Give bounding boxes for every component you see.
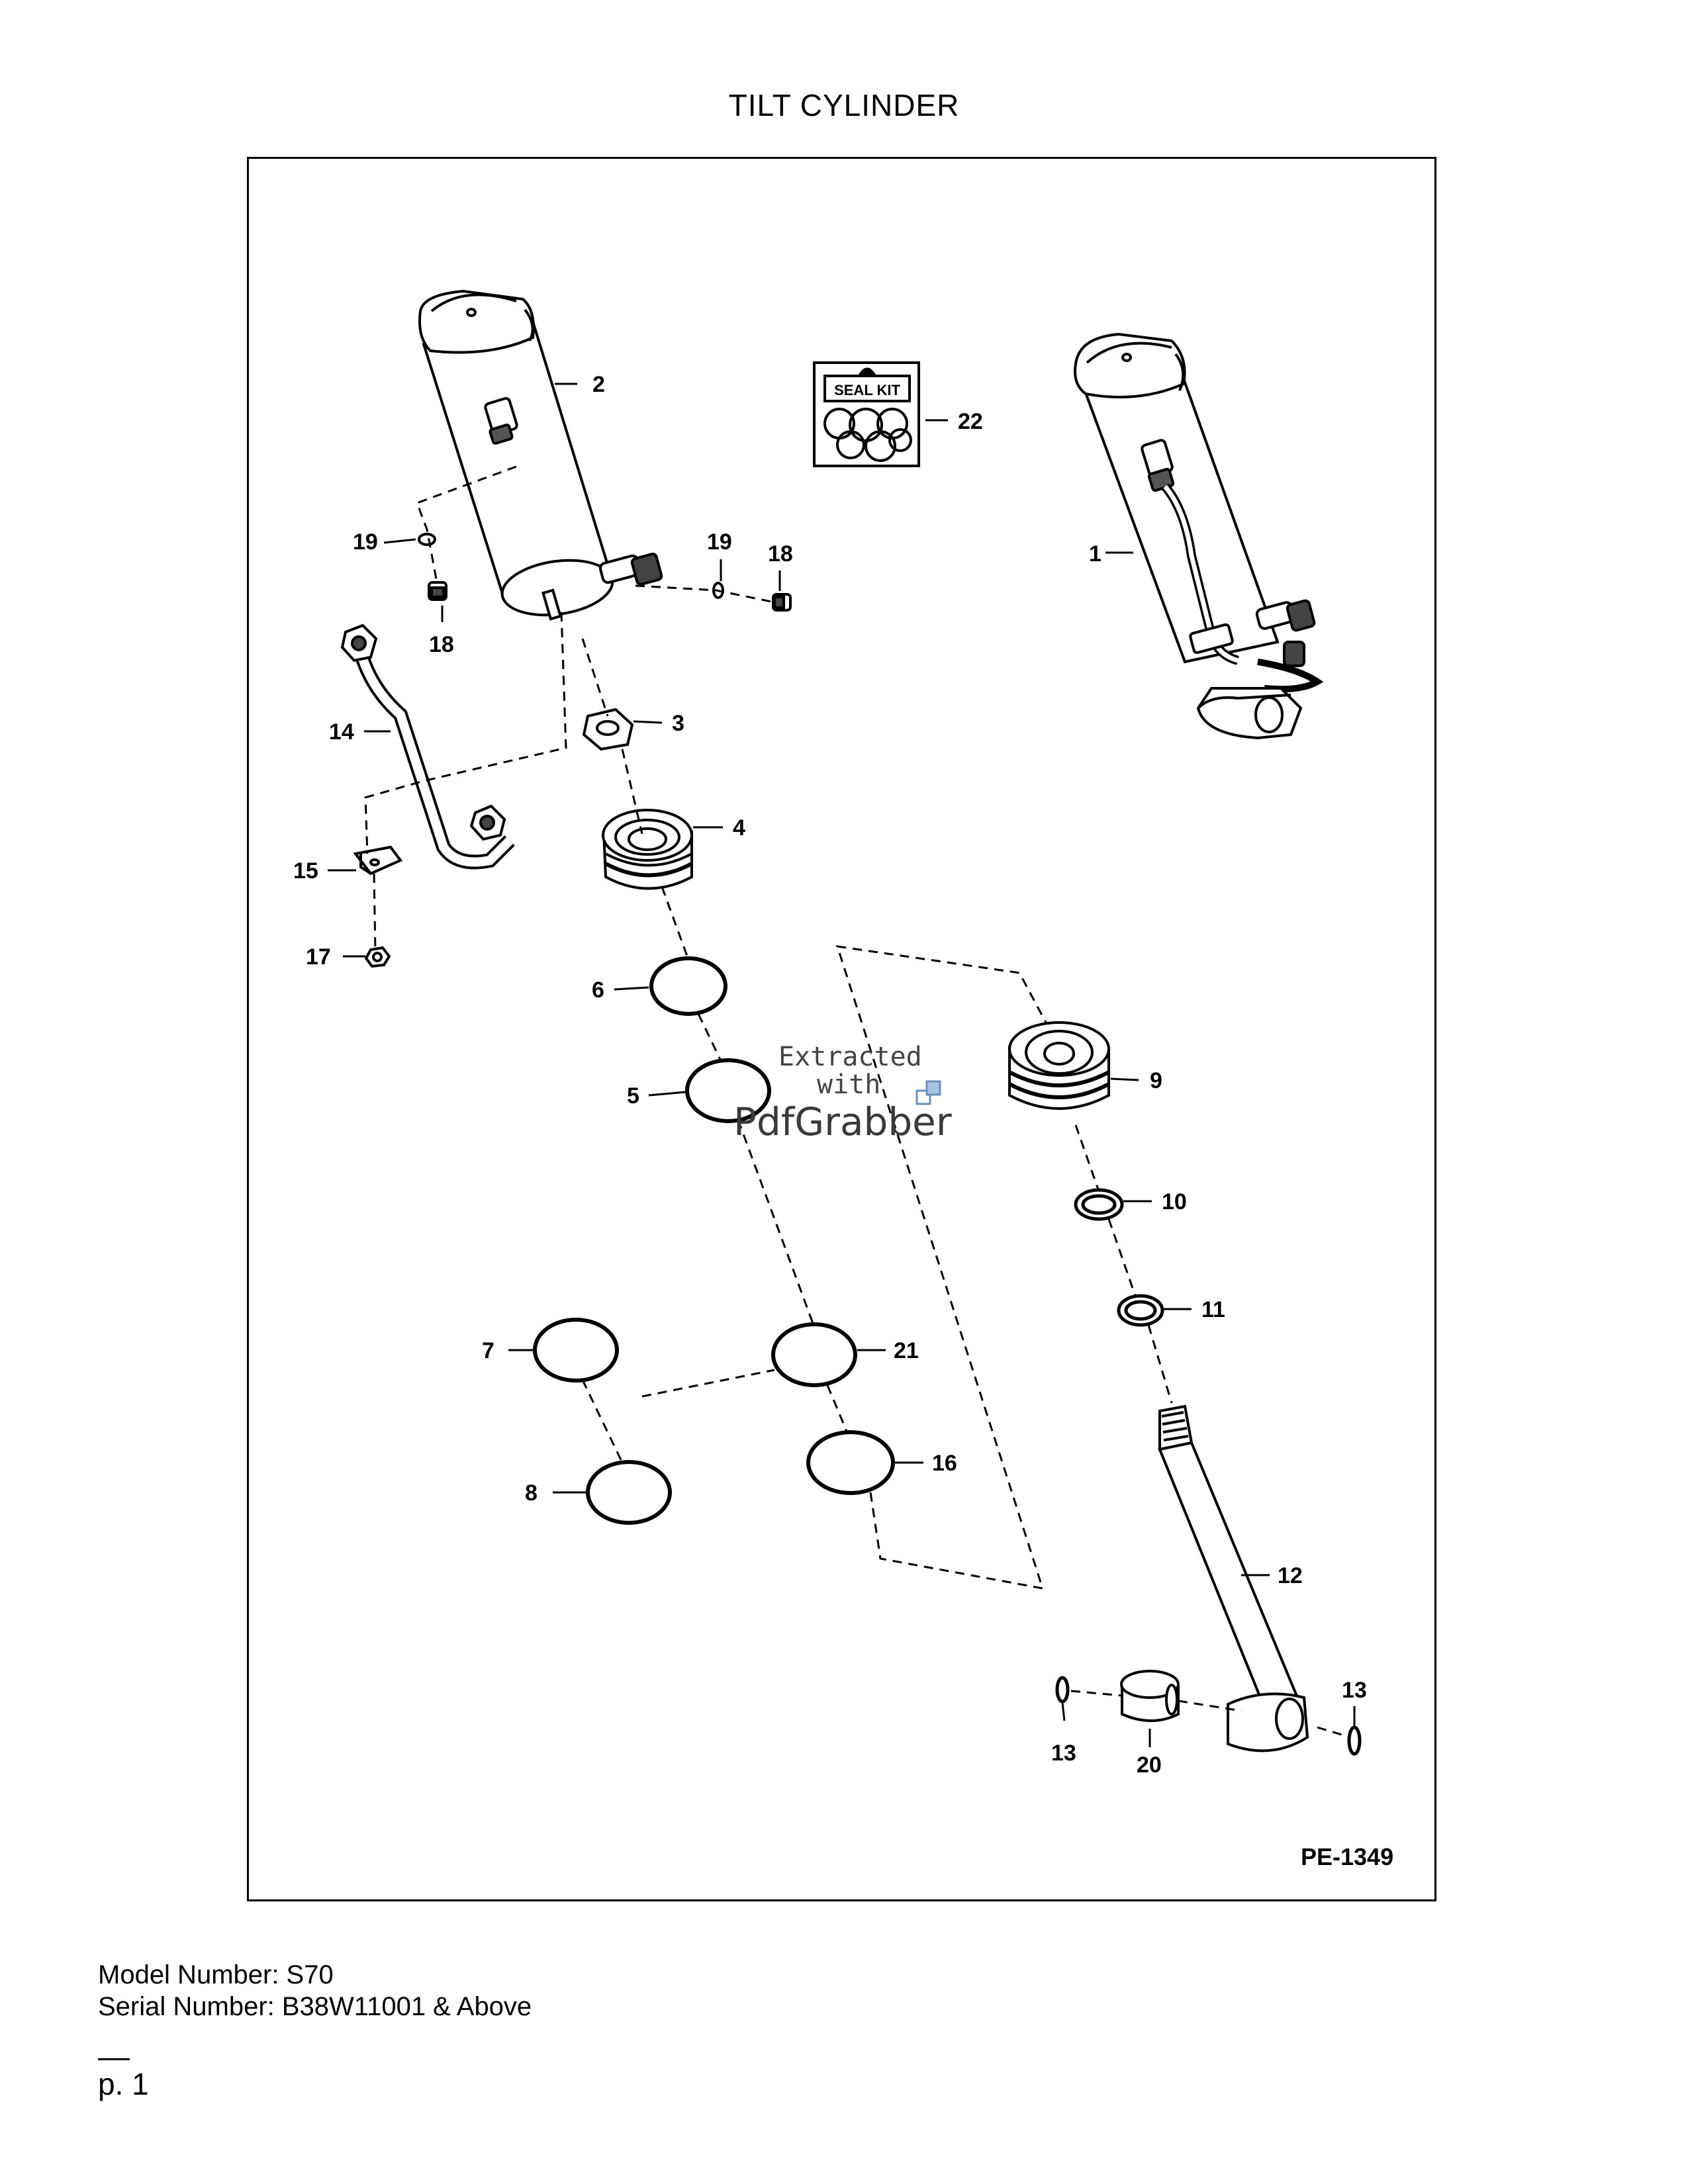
callout-12: 12 [1278,1563,1303,1588]
oring-part-6 [649,956,727,1016]
clamp-part-15 [353,845,403,876]
callout-13-right: 13 [1342,1678,1367,1703]
oring-part-21 [771,1322,857,1387]
bushing-part-20 [1120,1670,1180,1722]
diagram-frame [247,157,1436,1901]
head-part-9 [1008,1021,1110,1110]
callout-15: 15 [293,858,318,884]
plug-part-18-left [428,581,447,601]
oring-part-16 [806,1430,895,1495]
seal-rings [533,956,895,1525]
callout-17: 17 [306,944,331,970]
watermark-logo-icon [915,1080,941,1105]
page-number: p. 1 [98,2067,149,2101]
callout-19-left: 19 [353,529,378,555]
leader-lines [328,383,1356,1747]
watermark-line-1: Extracted [778,1042,922,1072]
watermark-line-3: PdfGrabber [733,1099,952,1144]
callout-14: 14 [329,719,354,745]
serial-number: Serial Number: B38W11001 & Above [98,1992,532,2021]
wiper-part-10 [1074,1188,1124,1221]
callout-1: 1 [1089,541,1102,567]
model-number: Model Number: S70 [98,1960,334,1989]
seal-kit-part-22 [813,361,920,467]
oring-part-8 [586,1460,672,1525]
piston-part-4 [602,809,693,890]
callout-18-left: 18 [429,632,454,657]
plug-part-18-right [772,593,792,612]
callout-4: 4 [733,815,745,841]
callout-9: 9 [1150,1068,1162,1093]
callout-6: 6 [592,978,604,1003]
oring-part-13-right [1347,1725,1362,1756]
extraction-watermark: Extracted with PdfGrabber [733,1042,952,1144]
callout-22: 22 [958,409,983,434]
callout-18-right: 18 [768,541,793,567]
page-title: TILT CYLINDER [728,88,960,122]
seal-part-11 [1117,1294,1164,1327]
callout-11: 11 [1201,1297,1225,1322]
callout-21: 21 [894,1338,919,1363]
callout-19-right: 19 [707,529,732,555]
oring-part-5 [685,1058,771,1123]
watermark-line-2: with [817,1069,880,1100]
rod-part-12 [1158,1404,1309,1752]
tube-part-14 [340,623,515,870]
assembly-lines [364,465,1351,1739]
callout-13-left: 13 [1051,1741,1076,1766]
nut-part-17 [364,946,391,968]
oring-part-13-left [1055,1676,1070,1704]
page-number-rule [98,2058,130,2060]
oring-part-19-right [712,582,724,599]
callout-8: 8 [525,1480,538,1506]
callout-7: 7 [482,1338,494,1363]
callout-5: 5 [627,1083,639,1109]
callout-16: 16 [932,1451,957,1476]
nut-part-3 [582,707,634,751]
callout-2: 2 [592,372,605,397]
barrel-part-2 [418,289,663,621]
callout-3: 3 [672,711,684,736]
seal-kit-label: SEAL KIT [834,382,900,398]
oring-part-19-left [418,533,436,546]
assembled-cylinder-part-1 [1074,332,1324,740]
oring-part-7 [533,1318,619,1383]
diagram-reference: PE-1349 [1301,1843,1393,1870]
callout-10: 10 [1162,1189,1187,1214]
callout-20: 20 [1137,1752,1162,1778]
